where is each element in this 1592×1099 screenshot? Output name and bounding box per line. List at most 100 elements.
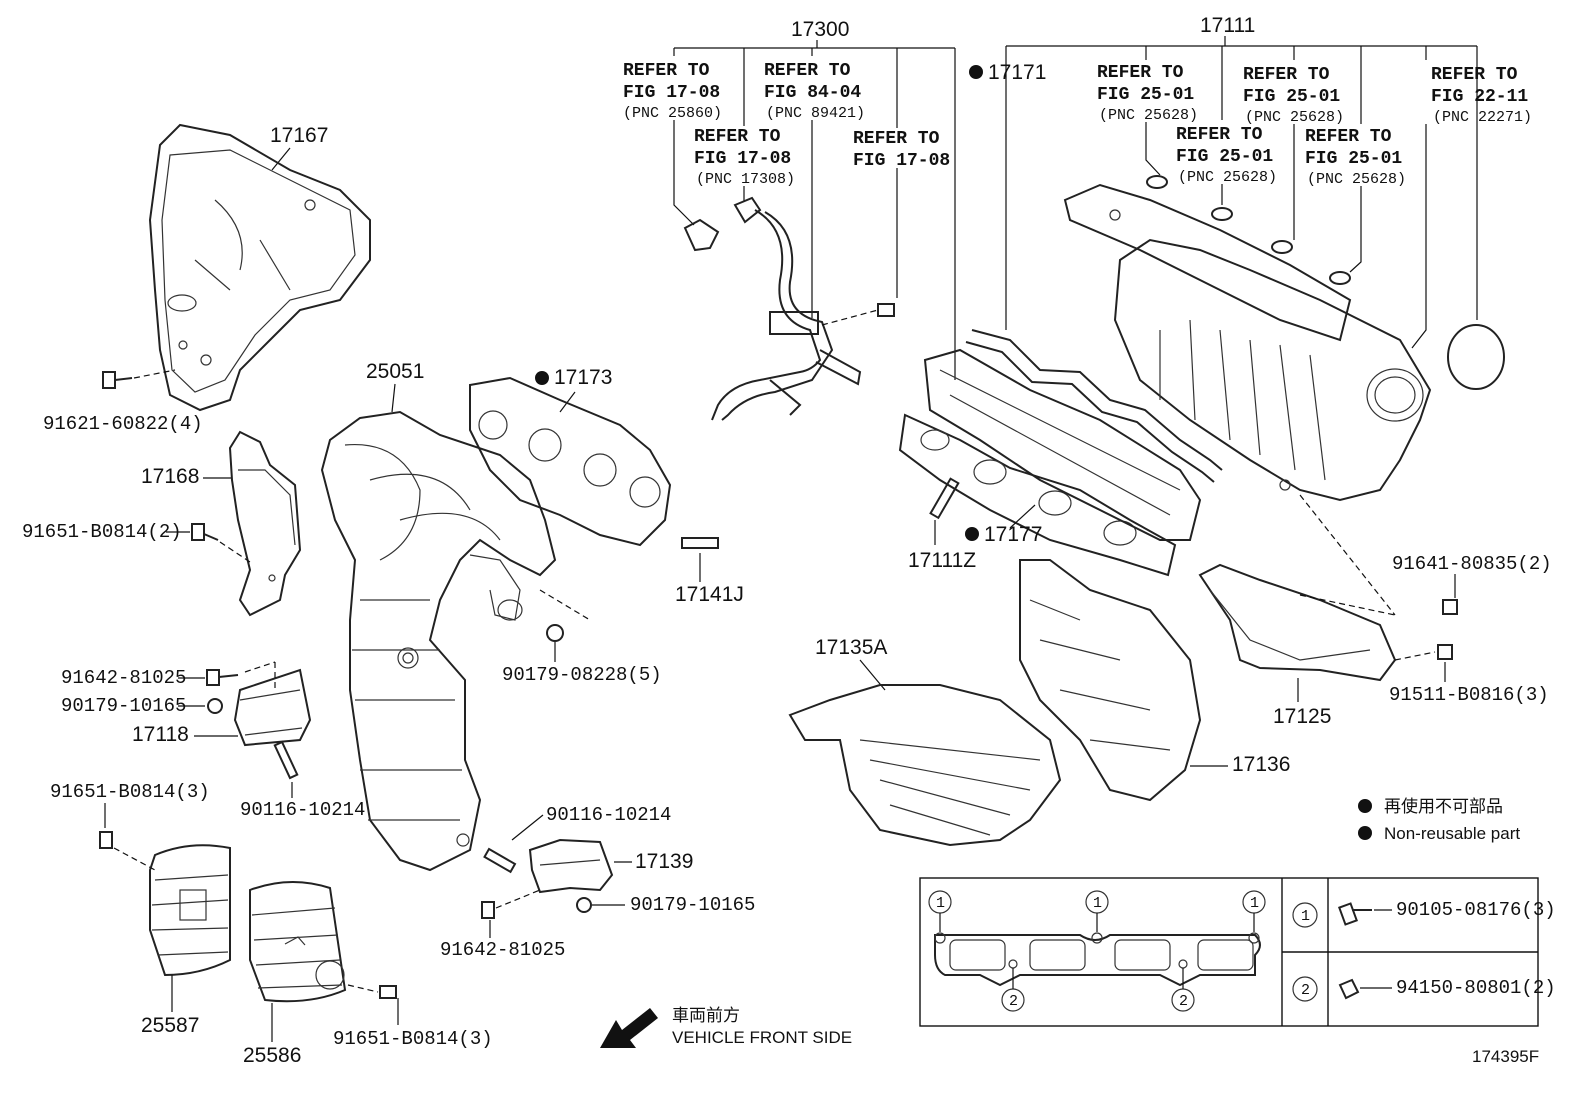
label-17171[interactable]: 17171	[988, 61, 1046, 84]
label-94150-80801-2[interactable]: 94150-80801(2)	[1396, 977, 1556, 999]
label-17173[interactable]: 17173	[554, 366, 612, 389]
refer-fig-17-08: REFER TO FIG 17-08	[853, 129, 950, 298]
callout-2: 2	[1179, 993, 1188, 1010]
front-en: VEHICLE FRONT SIDE	[672, 1028, 852, 1047]
label-17141J[interactable]: 17141J	[675, 583, 744, 606]
nut-90179-08228: 90179-08228(5)	[502, 589, 662, 686]
stud-icon	[929, 477, 960, 520]
part-17168-insulator: 17168	[141, 430, 302, 617]
callout-2: 2	[1301, 982, 1310, 999]
part-17111-intake-manifold	[923, 183, 1432, 541]
ref-line: (PNC 89421)	[766, 105, 865, 122]
front-jp: 車両前方	[672, 1006, 740, 1025]
refer-fig-22-11: REFER TO FIG 22-11 (PNC 22271)	[1411, 65, 1532, 349]
label-91651-B0814-3-a[interactable]: 91651-B0814(3)	[50, 781, 210, 803]
stud-icon	[483, 847, 517, 874]
ref-line: REFER TO	[623, 61, 710, 81]
ref-line: (PNC 25628)	[1178, 169, 1277, 186]
bolt-icon	[1442, 599, 1458, 615]
ref-line: REFER TO	[1305, 127, 1392, 147]
label-25051[interactable]: 25051	[366, 360, 424, 383]
label-91642-81025[interactable]: 91642-81025	[61, 667, 186, 689]
ref-line: FIG 84-04	[764, 83, 861, 103]
bolt-icon	[379, 985, 397, 999]
label-17135A[interactable]: 17135A	[815, 636, 887, 659]
ref-line: FIG 22-11	[1431, 87, 1528, 107]
non-reusable-dot-icon	[1358, 799, 1372, 813]
label-17139[interactable]: 17139	[635, 850, 693, 873]
stud-17141J: 17141J	[675, 537, 744, 606]
label-17111[interactable]: 17111	[1200, 14, 1255, 37]
part-17136-insulator: 17136	[1019, 559, 1290, 802]
ref-line: REFER TO	[853, 129, 940, 149]
label-17177[interactable]: 17177	[984, 523, 1042, 546]
refer-fig-25-01-a: REFER TO FIG 25-01 (PNC 25628)	[1097, 63, 1198, 176]
nut-icon	[546, 624, 564, 642]
label-17136[interactable]: 17136	[1232, 753, 1290, 776]
refer-fig-84-04-pnc-89421: REFER TO FIG 84-04 (PNC 89421)	[764, 61, 865, 318]
label-91511-B0816-3[interactable]: 91511-B0816(3)	[1389, 684, 1549, 706]
ref-line: (PNC 25628)	[1307, 171, 1406, 188]
refer-fig-25-01-c: REFER TO FIG 25-01 (PNC 25628)	[1176, 125, 1277, 205]
stud-icon	[273, 740, 299, 780]
ref-line: (PNC 17308)	[696, 171, 795, 188]
nut-icon	[576, 897, 592, 913]
bolt-icon	[1437, 644, 1453, 660]
bolt-icon	[99, 831, 113, 849]
ref-line: REFER TO	[1097, 63, 1184, 83]
legend-en: Non-reusable part	[1384, 824, 1520, 843]
label-90179-10165[interactable]: 90179-10165	[61, 695, 186, 717]
callout-2: 2	[1009, 993, 1018, 1010]
ref-line: FIG 25-01	[1305, 149, 1402, 169]
part-25587-insulator: 91651-B0814(3) 25587	[50, 781, 231, 1037]
ref-line: FIG 17-08	[623, 83, 720, 103]
label-91641-80835-2[interactable]: 91641-80835(2)	[1392, 553, 1552, 575]
label-17167[interactable]: 17167	[270, 124, 328, 147]
legend-non-reusable: 再使用不可部品 Non-reusable part	[1358, 796, 1520, 843]
part-17173-gasket: 17173	[469, 366, 672, 547]
label-17300[interactable]: 17300	[791, 18, 849, 41]
bolt-icon	[206, 669, 220, 686]
ref-line: FIG 25-01	[1097, 85, 1194, 105]
ref-line: (PNC 22271)	[1433, 109, 1532, 126]
part-25051-exhaust-manifold: 25051	[320, 360, 557, 872]
label-17111Z[interactable]: 17111Z	[908, 549, 976, 572]
front-arrow-icon	[600, 1008, 658, 1048]
label-90116-10214-a[interactable]: 90116-10214	[240, 799, 365, 821]
part-17118-bracket: 91642-81025 90179-10165 17118 90116-1021…	[61, 661, 365, 821]
o-rings	[1146, 175, 1505, 390]
label-91642-81025-b[interactable]: 91642-81025	[440, 939, 565, 961]
label-90179-08228-5[interactable]: 90179-08228(5)	[502, 664, 662, 686]
nut-icon	[207, 698, 223, 714]
label-17118[interactable]: 17118	[132, 723, 189, 746]
bolt-91621: 91621-60822(4)	[43, 369, 203, 435]
ref-line: FIG 25-01	[1243, 87, 1340, 107]
label-90116-10214-b[interactable]: 90116-10214	[546, 804, 671, 826]
part-17300-pipe	[683, 196, 895, 421]
bolt-icon	[1338, 902, 1358, 926]
vehicle-front-indicator: 車両前方 VEHICLE FRONT SIDE	[600, 1006, 852, 1048]
non-reusable-dot-icon	[969, 65, 983, 79]
ref-line: REFER TO	[1431, 65, 1518, 85]
label-91651-B0814-2[interactable]: 91651-B0814(2)	[22, 521, 182, 543]
label-91651-B0814-3-b[interactable]: 91651-B0814(3)	[333, 1028, 493, 1050]
label-17168[interactable]: 17168	[141, 465, 199, 488]
bolt-icon	[102, 371, 116, 389]
part-17167-heat-insulator: 17167	[148, 123, 371, 412]
clip-icon	[1338, 978, 1360, 1000]
stud-icon	[681, 537, 719, 549]
label-90105-08176-3[interactable]: 90105-08176(3)	[1396, 899, 1556, 921]
part-17139-bracket: 90116-10214 17139 90179-10165 91642-8102…	[440, 804, 755, 961]
bolt-icon	[191, 523, 205, 541]
ref-line: (PNC 25628)	[1099, 107, 1198, 124]
label-90179-10165-b[interactable]: 90179-10165	[630, 894, 755, 916]
ref-line: FIG 25-01	[1176, 147, 1273, 167]
o-ring-icon	[1211, 207, 1233, 221]
ref-line: REFER TO	[694, 127, 781, 147]
label-17125[interactable]: 17125	[1273, 705, 1331, 728]
bolt-icon	[877, 303, 895, 317]
label-25586[interactable]: 25586	[243, 1044, 301, 1067]
label-25587[interactable]: 25587	[141, 1014, 199, 1037]
label-91621-60822[interactable]: 91621-60822(4)	[43, 413, 203, 435]
